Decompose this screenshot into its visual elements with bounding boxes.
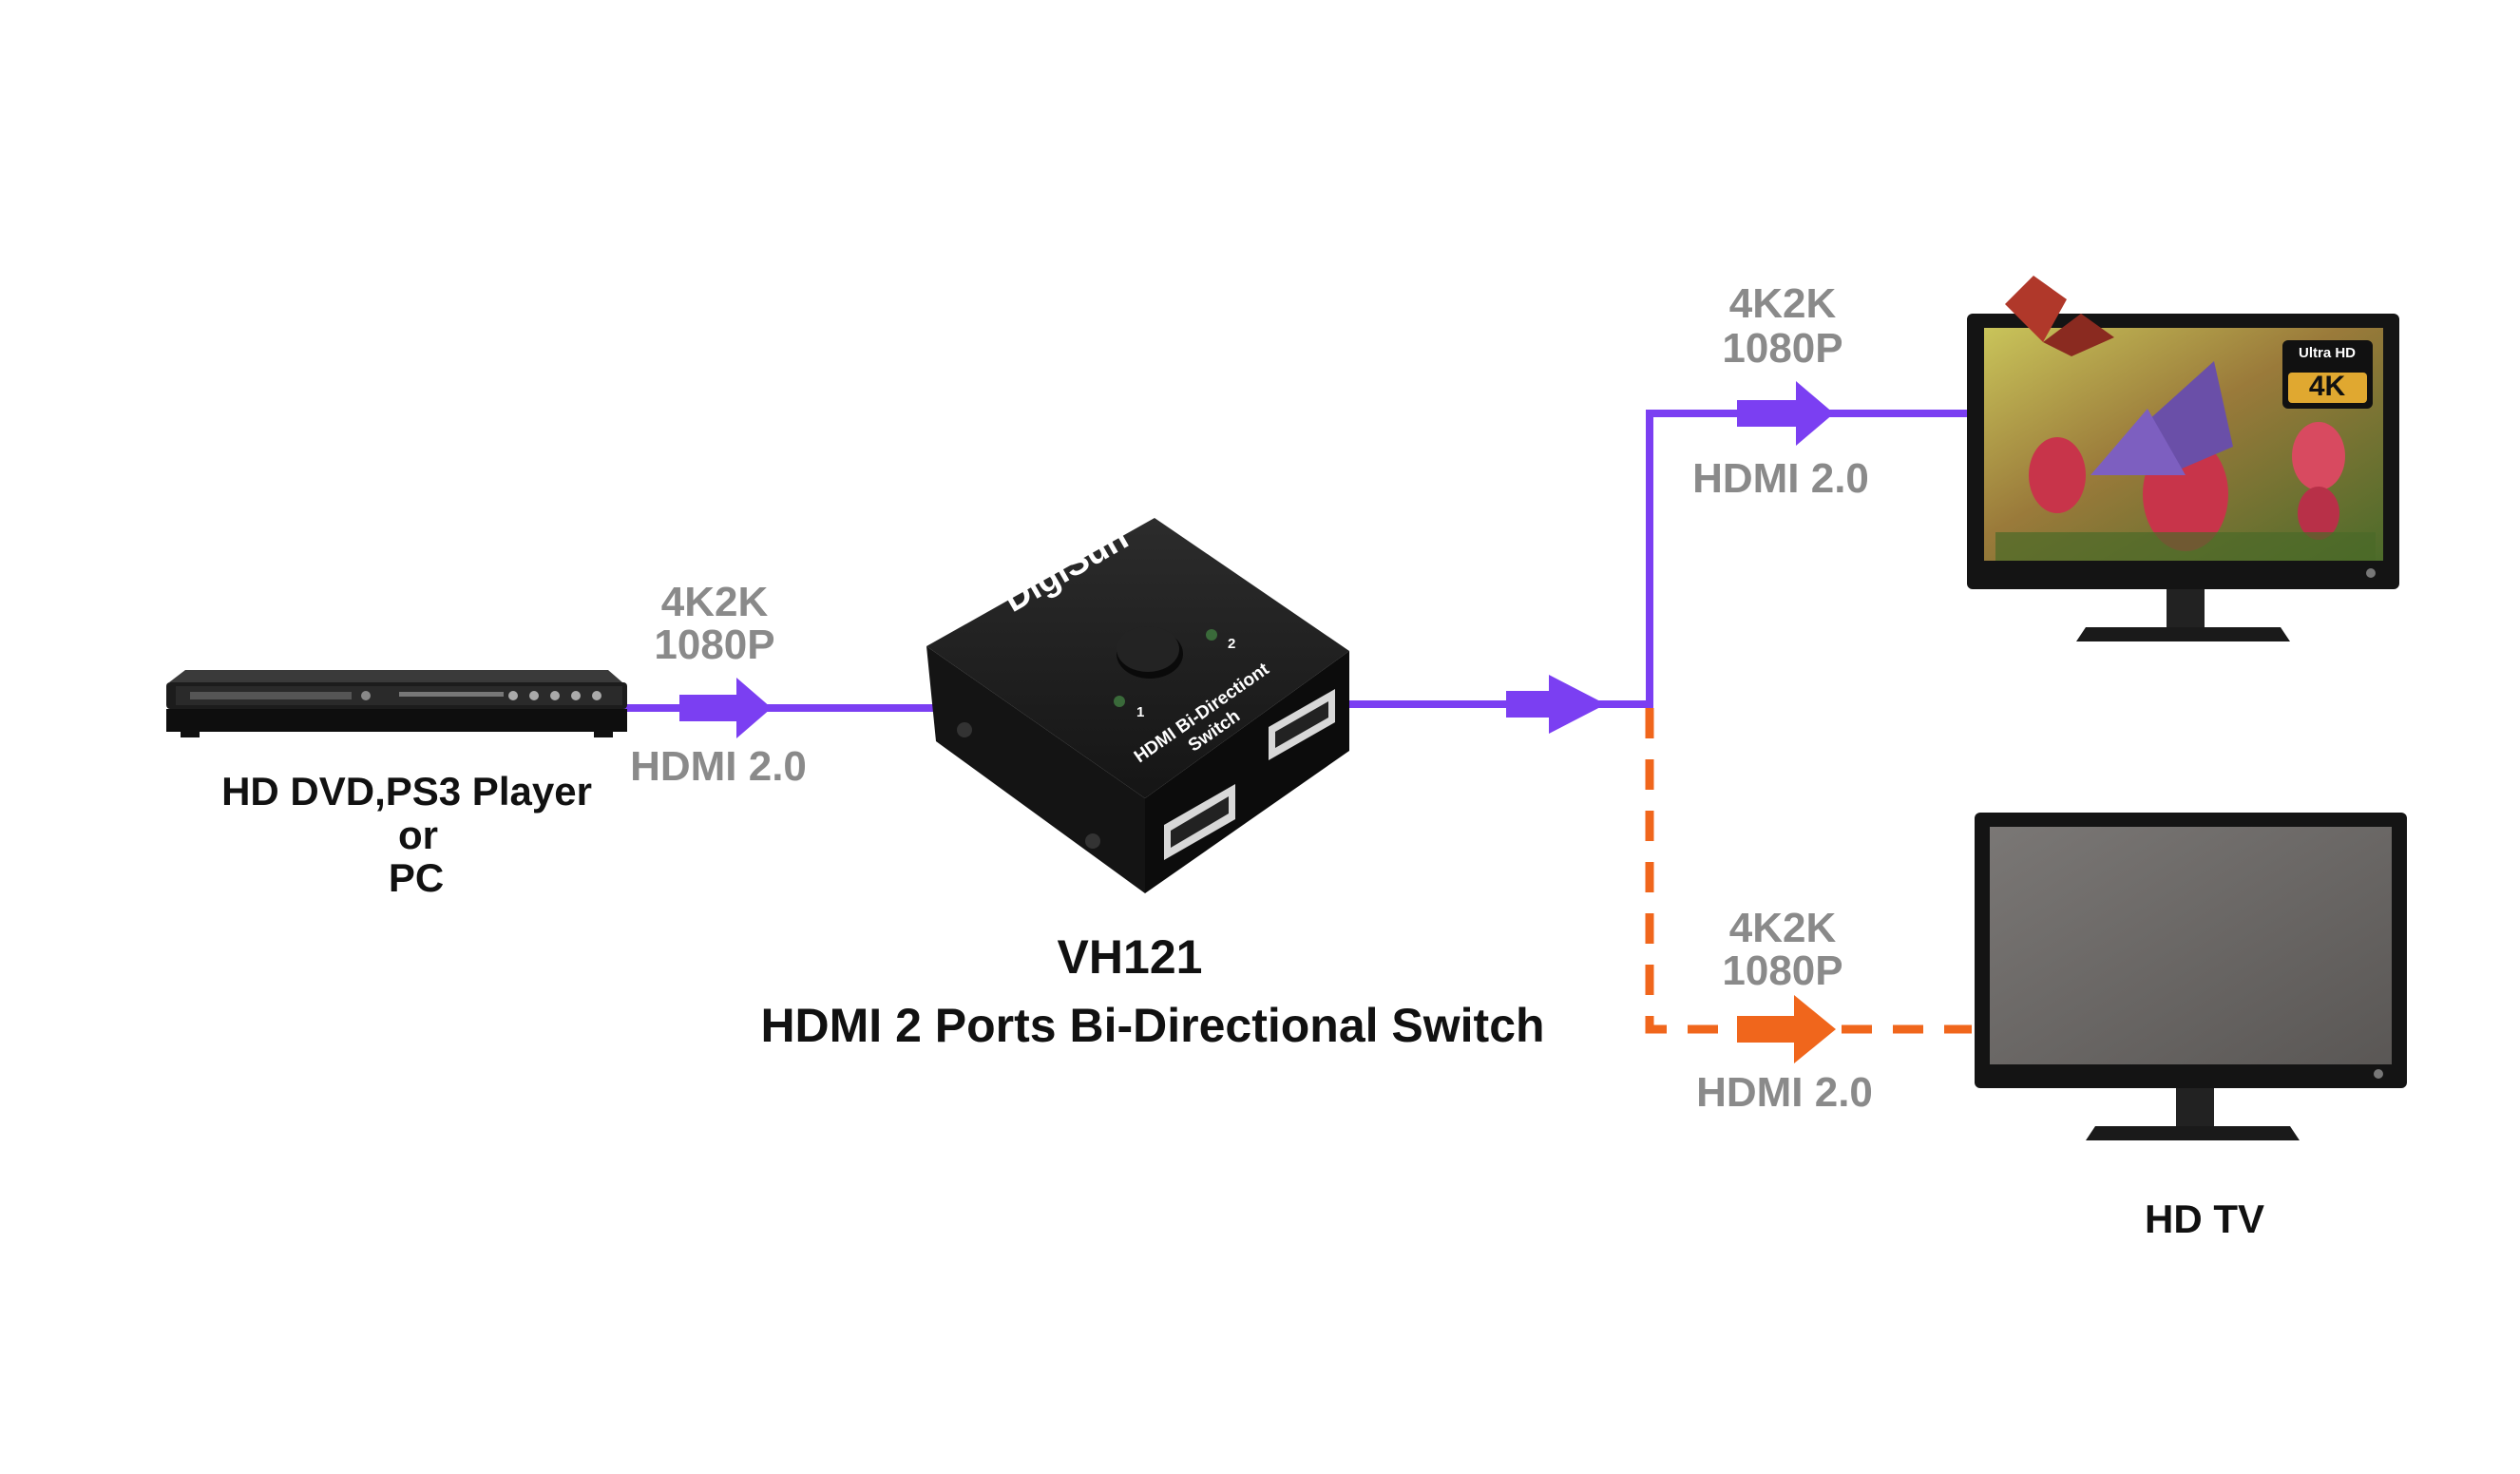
dvd-player-device <box>166 670 627 737</box>
bottom-tv-device <box>1975 813 2407 1140</box>
top-output-res-4k2k: 4K2K <box>1728 280 1837 327</box>
switch-port-2-label: 2 <box>1228 636 1236 652</box>
input-res-1080p: 1080P <box>654 622 775 668</box>
switch-port-1-label: 1 <box>1136 704 1145 720</box>
bottom-output-res-1080p: 1080P <box>1722 948 1843 994</box>
bottom-output-interface-label: HDMI 2.0 <box>1696 1069 1873 1116</box>
input-res-4k2k: 4K2K <box>660 579 769 625</box>
top-tv-device <box>1967 276 2399 641</box>
input-interface-label: HDMI 2.0 <box>630 743 807 790</box>
top-branch-line <box>1646 410 1972 708</box>
source-label-line1: HD DVD,PS3 Player <box>221 769 592 814</box>
bottom-branch-arrow <box>1737 995 1836 1063</box>
switch-output-arrow <box>1506 675 1606 734</box>
switch-description-label: HDMI 2 Ports Bi-Directional Switch <box>760 999 1545 1052</box>
bottom-output-res-4k2k: 4K2K <box>1728 905 1837 951</box>
ultra-hd-badge-text: Ultra HD <box>2298 345 2357 361</box>
switch-model-label: VH121 <box>1057 930 1203 984</box>
source-label-line3: PC <box>388 855 445 900</box>
hdmi-switch-device <box>926 518 1349 893</box>
bottom-branch-line <box>1645 708 1972 1034</box>
4k-badge-text: 4K <box>2308 371 2346 402</box>
top-output-interface-label: HDMI 2.0 <box>1692 455 1869 502</box>
source-label-line2: or <box>398 813 438 857</box>
top-output-res-1080p: 1080P <box>1722 325 1843 372</box>
input-arrow <box>679 678 772 738</box>
hd-tv-label: HD TV <box>2145 1196 2264 1241</box>
top-branch-arrow <box>1737 381 1834 446</box>
